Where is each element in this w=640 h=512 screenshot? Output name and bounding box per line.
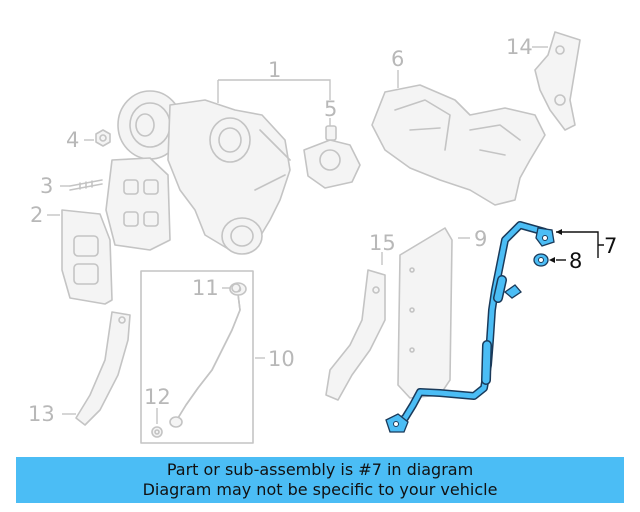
callout-2: 2 — [30, 203, 43, 227]
washer-part-11 — [231, 283, 241, 293]
nut-part-4 — [95, 129, 111, 147]
callout-6: 6 — [391, 47, 404, 71]
callout-10: 10 — [268, 347, 295, 371]
callout-labels: 1 2 3 4 5 6 7 8 9 10 11 12 13 14 15 — [28, 35, 617, 426]
pipe-part-7-highlighted — [385, 221, 555, 433]
info-banner: Part or sub-assembly is #7 in diagram Di… — [16, 457, 624, 503]
washer-part-8-highlighted — [533, 253, 549, 267]
bracket-part-15 — [325, 269, 386, 401]
bracket-part-13 — [75, 311, 131, 426]
callout-9: 9 — [474, 227, 487, 251]
heat-shield-part-6 — [371, 84, 546, 206]
callout-3: 3 — [40, 174, 53, 198]
callout-7: 7 — [604, 234, 617, 258]
stud-part-3 — [69, 179, 103, 191]
callout-4: 4 — [66, 128, 79, 152]
leader-lines — [47, 46, 604, 424]
turbocharger-part-1 — [105, 90, 291, 255]
callout-12: 12 — [144, 385, 171, 409]
actuator-part-5 — [303, 125, 361, 189]
callout-8: 8 — [569, 249, 582, 273]
callout-13: 13 — [28, 402, 55, 426]
bracket-part-14 — [534, 31, 581, 131]
callout-1: 1 — [268, 58, 281, 82]
banner-line-2: Diagram may not be specific to your vehi… — [142, 480, 498, 499]
callout-11: 11 — [192, 276, 219, 300]
callout-15: 15 — [369, 231, 396, 255]
gasket-part-2 — [61, 209, 113, 305]
washer-part-12 — [151, 426, 163, 438]
callout-14: 14 — [506, 35, 533, 59]
banner-line-1: Part or sub-assembly is #7 in diagram — [166, 460, 474, 479]
shield-plate-part-9 — [397, 227, 453, 399]
callout-5: 5 — [324, 97, 337, 121]
